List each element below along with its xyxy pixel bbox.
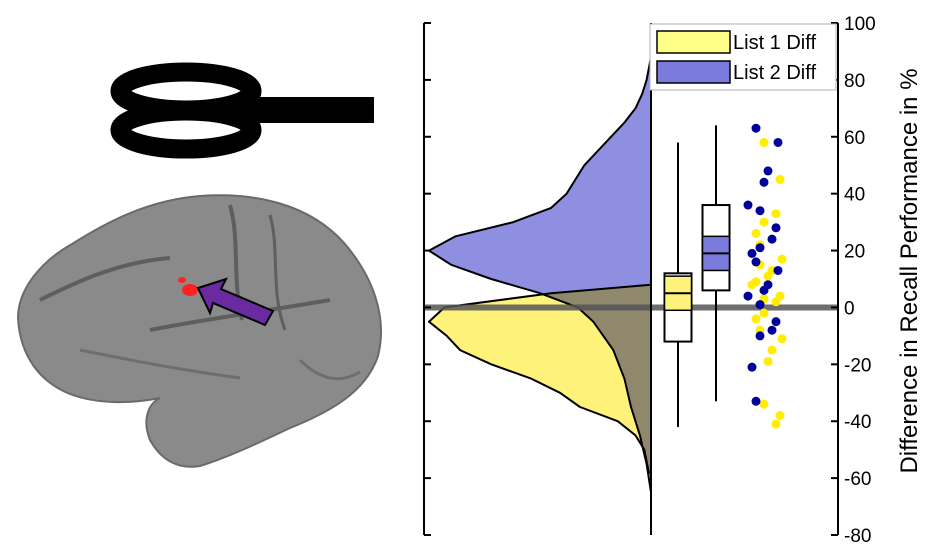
density-cloud-2 (428, 56, 652, 494)
data-point-2-4 (743, 200, 753, 210)
y-tick-label--20: -20 (844, 355, 871, 376)
data-point-1-21 (775, 411, 785, 421)
data-point-2-3 (759, 177, 769, 187)
y-axis-label: Difference in Recall Performance in % (896, 68, 923, 473)
data-point-2-5 (755, 206, 765, 216)
y-tick-label-20: 20 (844, 242, 865, 263)
data-point-2-19 (747, 362, 757, 372)
data-point-2-0 (751, 123, 761, 133)
data-point-2-15 (755, 300, 765, 310)
data-point-1-2 (771, 209, 781, 219)
data-point-2-17 (767, 325, 777, 335)
arrow-icon (196, 277, 275, 327)
y-tick-label-100: 100 (844, 14, 876, 35)
legend-swatch-list-2 (656, 60, 731, 84)
data-point-2-7 (767, 234, 777, 244)
data-point-1-4 (751, 228, 761, 238)
y-tick-label-0: 0 (844, 298, 855, 319)
data-point-1-8 (763, 271, 773, 281)
legend: List 1 Diff List 2 Diff (649, 23, 837, 91)
axes (423, 23, 839, 535)
data-point-1-16 (777, 334, 787, 344)
data-point-2-11 (773, 265, 783, 275)
density-cloud-1 (428, 283, 652, 474)
legend-label-list-2: List 2 Diff (733, 62, 816, 84)
data-point-1-14 (751, 314, 761, 324)
y-tick-label-60: 60 (844, 128, 865, 149)
data-point-1-0 (759, 137, 769, 147)
y-tick-label--40: -40 (844, 412, 871, 433)
data-point-1-13 (759, 308, 769, 318)
data-point-2-20 (751, 396, 761, 406)
data-point-2-16 (771, 317, 781, 327)
y-tick-label-80: 80 (844, 71, 865, 92)
data-point-2-6 (771, 223, 781, 233)
data-point-2-13 (759, 285, 769, 295)
data-point-2-10 (751, 257, 761, 267)
tms-coil-icon (110, 62, 374, 159)
data-point-2-18 (755, 331, 765, 341)
data-point-1-18 (763, 356, 773, 366)
data-point-1-12 (771, 297, 781, 307)
data-point-1-1 (775, 174, 785, 184)
y-tick-label-40: 40 (844, 185, 865, 206)
boxplots (663, 125, 731, 427)
density-clouds (428, 56, 652, 494)
raw-data-points (743, 123, 787, 429)
legend-label-list-1: List 1 Diff (733, 32, 816, 54)
raincloud-chart: -80 -60 -40 -20 0 20 40 60 80 100 Difference in R… (423, 14, 923, 547)
data-point-2-9 (747, 248, 757, 258)
data-point-1-6 (777, 254, 787, 264)
data-point-2-8 (755, 243, 765, 253)
brain-image (16, 194, 382, 468)
y-axis-ticks: -80 -60 -40 -20 0 20 40 60 80 100 (424, 14, 876, 547)
y-tick-label--60: -60 (844, 469, 871, 490)
data-point-1-20 (759, 399, 769, 409)
legend-swatch-list-1 (656, 30, 731, 54)
data-point-1-22 (771, 419, 781, 429)
data-point-1-3 (759, 217, 769, 227)
data-point-2-2 (763, 166, 773, 176)
data-point-2-14 (743, 291, 753, 301)
data-point-1-24 (751, 277, 761, 287)
y-tick-label--80: -80 (844, 526, 871, 547)
data-point-1-17 (767, 345, 777, 355)
data-point-2-1 (773, 137, 783, 147)
